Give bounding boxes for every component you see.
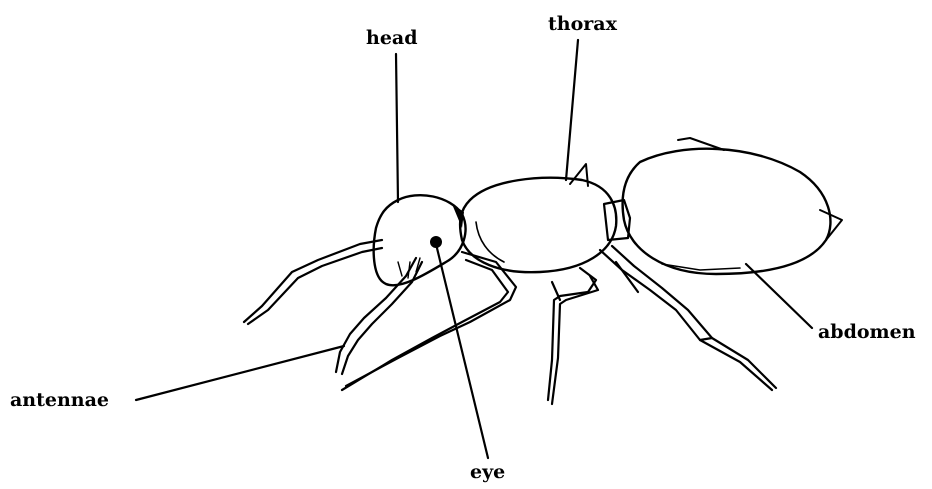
thorax-leader-line xyxy=(566,40,578,180)
leader-lines xyxy=(136,40,812,458)
abdomen-leader-line xyxy=(746,264,812,328)
head-leader-line xyxy=(396,54,398,202)
petiole xyxy=(570,164,630,240)
label-eye: eye xyxy=(470,461,505,483)
eye-leader-line xyxy=(436,244,488,458)
abdomen-shape xyxy=(623,138,842,274)
label-abdomen: abdomen xyxy=(818,321,916,343)
label-thorax: thorax xyxy=(548,13,618,35)
head-shape xyxy=(374,195,466,285)
antennae-leader-line xyxy=(136,346,344,400)
label-antennae: antennae xyxy=(10,389,109,411)
label-head: head xyxy=(366,27,418,49)
antenna-upper xyxy=(244,240,382,324)
middle-leg xyxy=(548,268,598,404)
